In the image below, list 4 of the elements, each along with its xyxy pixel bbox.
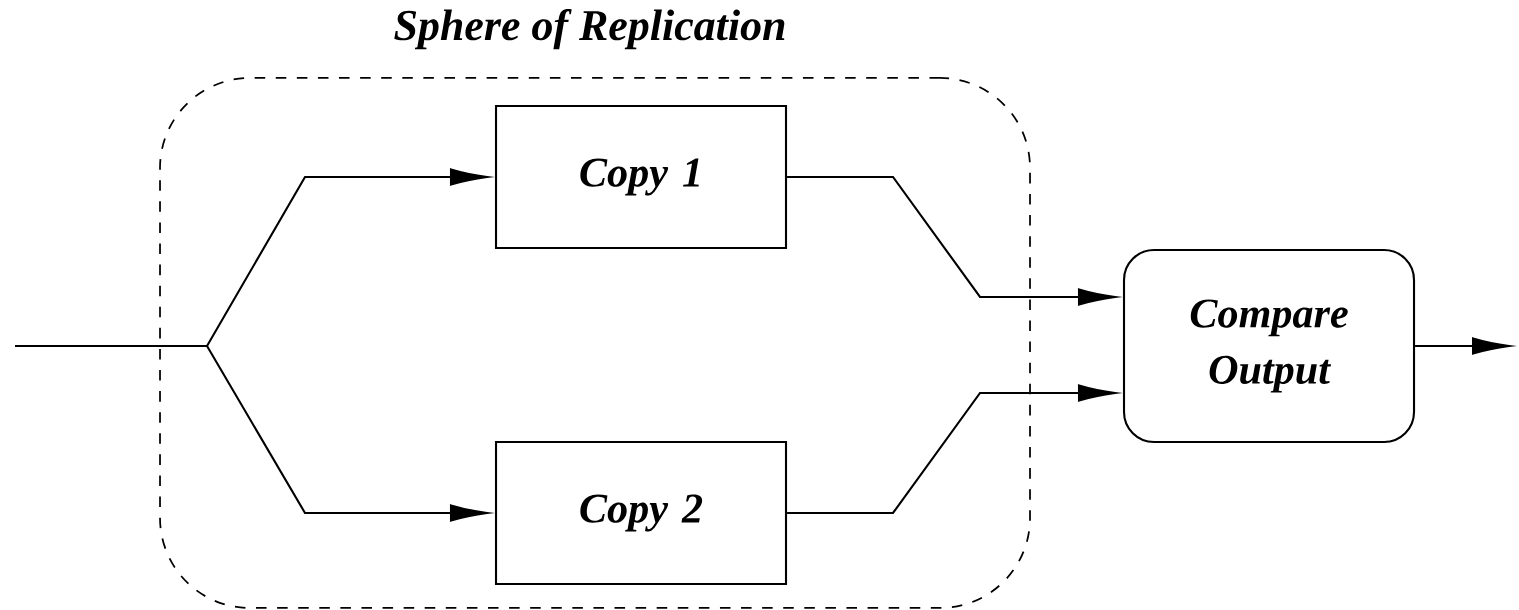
process-box: Compare Output [1122,248,1416,444]
process-box: Copy 2 [494,440,788,586]
process-box: Copy 1 [494,104,788,250]
region-title: Sphere of Replication [394,9,785,50]
